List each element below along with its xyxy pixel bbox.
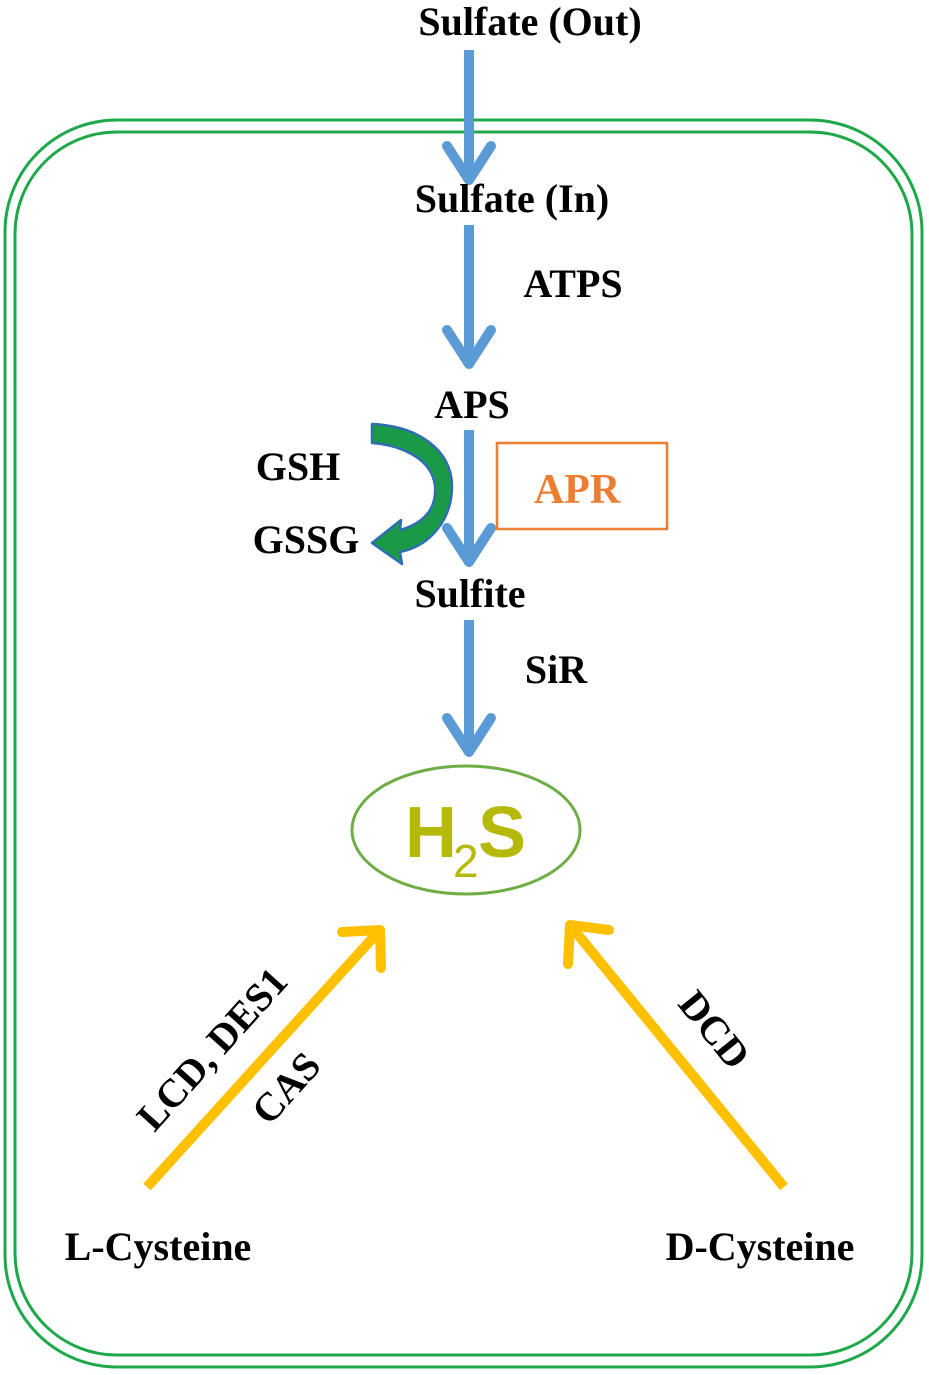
node-d-cysteine: D-Cysteine [666,1224,855,1269]
node-sulfite: Sulfite [414,571,525,616]
cell-membrane-outer [3,118,924,1369]
enzyme-atps: ATPS [523,261,622,306]
node-sulfate-in: Sulfate (In) [415,176,609,221]
arrow-l-cysteine-to-h2s [143,925,386,1191]
arrow-sulfate-in-to-aps [442,225,496,369]
node-aps: APS [434,382,510,427]
node-gssg: GSSG [253,517,360,562]
arrow-d-cysteine-to-h2s [563,920,788,1191]
arrow-sulfite-to-h2s [442,620,496,757]
node-sulfate-out: Sulfate (Out) [418,0,641,44]
node-gsh: GSH [256,444,340,489]
h2s-ellipse [350,764,582,896]
arrow-sulfate-out-to-in [442,50,496,185]
arrow-aps-to-sulfite [442,430,496,567]
enzyme-sir: SiR [525,647,588,692]
enzyme-apr: APR [534,467,621,513]
enzyme-cas: CAS [242,1043,329,1133]
glutathione-curved-arrow [370,422,454,566]
apr-box [495,441,669,531]
cell-membrane-inner [13,130,914,1357]
h2s-label: H 2 S [405,793,526,887]
node-l-cysteine: L-Cysteine [65,1224,252,1269]
